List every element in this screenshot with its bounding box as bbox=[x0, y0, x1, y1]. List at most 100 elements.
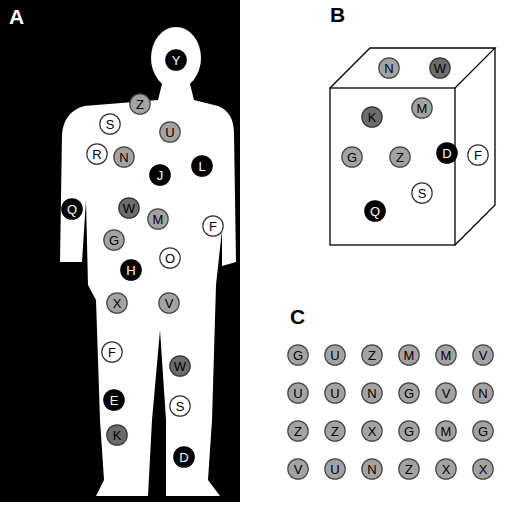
circle-shape bbox=[362, 107, 382, 127]
circle-letter: L bbox=[198, 160, 205, 173]
letter-circle: V bbox=[472, 344, 494, 366]
circle-letter: M bbox=[441, 349, 452, 362]
circle-letter: Z bbox=[368, 349, 376, 362]
circle-shape bbox=[362, 383, 382, 403]
circle-letter: Z bbox=[136, 98, 144, 111]
circle-shape bbox=[160, 122, 180, 142]
letter-circle: Z bbox=[324, 420, 346, 442]
circle-letter: X bbox=[368, 425, 377, 438]
circle-letter: M bbox=[417, 102, 428, 115]
panel-letter: B bbox=[330, 4, 345, 25]
circle-shape bbox=[150, 165, 170, 185]
circle-letter: W bbox=[123, 202, 135, 215]
letter-circle: V bbox=[287, 458, 309, 480]
circle-letter: S bbox=[106, 118, 115, 131]
letter-circle: D bbox=[173, 446, 195, 468]
circle-letter: M bbox=[404, 349, 415, 362]
circle-letter: X bbox=[113, 297, 122, 310]
panel-a-ground bbox=[0, 0, 240, 502]
circle-shape bbox=[148, 209, 168, 229]
letter-circle: L bbox=[191, 155, 213, 177]
circle-shape bbox=[170, 356, 190, 376]
letter-circle: N bbox=[378, 57, 400, 79]
letter-circle: V bbox=[435, 382, 457, 404]
circle-shape bbox=[325, 421, 345, 441]
cube bbox=[330, 48, 495, 245]
panel-letter: C bbox=[290, 306, 305, 327]
circle-letter: E bbox=[110, 394, 119, 407]
letter-circle: U bbox=[324, 382, 346, 404]
circle-shape bbox=[473, 421, 493, 441]
circle-shape bbox=[436, 421, 456, 441]
circle-letter: F bbox=[108, 346, 116, 359]
circle-shape bbox=[104, 390, 124, 410]
circle-letter: V bbox=[442, 387, 451, 400]
circle-shape bbox=[412, 98, 432, 118]
circle-shape bbox=[412, 183, 432, 203]
circle-letter: K bbox=[113, 429, 122, 442]
circle-letter: U bbox=[330, 463, 339, 476]
letter-circle: M bbox=[435, 344, 457, 366]
circle-letter: W bbox=[174, 360, 186, 373]
circle-shape bbox=[288, 383, 308, 403]
letter-circle: Q bbox=[364, 200, 386, 222]
circle-shape bbox=[114, 147, 134, 167]
circle-letter: Y bbox=[172, 54, 181, 67]
circle-letter: N bbox=[119, 151, 128, 164]
circle-letter: X bbox=[479, 463, 488, 476]
circle-letter: D bbox=[442, 147, 451, 160]
letter-circle: H bbox=[120, 259, 142, 281]
circle-shape bbox=[166, 50, 186, 70]
circle-shape bbox=[325, 345, 345, 365]
letter-circle: K bbox=[106, 424, 128, 446]
letter-circle: M bbox=[411, 97, 433, 119]
letter-circle: U bbox=[324, 344, 346, 366]
circle-letter: U bbox=[165, 126, 174, 139]
circle-shape bbox=[436, 345, 456, 365]
letter-circle: Z bbox=[287, 420, 309, 442]
circle-letter: G bbox=[109, 234, 119, 247]
circle-shape bbox=[399, 421, 419, 441]
letter-circle: F bbox=[202, 215, 224, 237]
circle-shape bbox=[119, 198, 139, 218]
circle-letter: O bbox=[165, 252, 175, 265]
circle-shape bbox=[399, 459, 419, 479]
circle-shape bbox=[362, 459, 382, 479]
circle-shape bbox=[473, 459, 493, 479]
letter-circle: M bbox=[147, 208, 169, 230]
circle-shape bbox=[87, 144, 107, 164]
letter-circle: N bbox=[361, 458, 383, 480]
circle-letter: D bbox=[179, 451, 188, 464]
body-head bbox=[151, 27, 201, 89]
letter-circle: S bbox=[99, 113, 121, 135]
circle-shape bbox=[399, 345, 419, 365]
circle-shape bbox=[107, 293, 127, 313]
letter-circle: S bbox=[411, 182, 433, 204]
letter-circle: U bbox=[287, 382, 309, 404]
circle-letter: W bbox=[434, 62, 446, 75]
panel-letter: A bbox=[9, 6, 24, 27]
letter-circle: N bbox=[113, 146, 135, 168]
letter-circle: K bbox=[361, 106, 383, 128]
letter-circle: M bbox=[435, 420, 457, 442]
circle-shape bbox=[104, 230, 124, 250]
circle-shape bbox=[365, 201, 385, 221]
letter-circle: R bbox=[86, 143, 108, 165]
circle-shape bbox=[102, 342, 122, 362]
circle-shape bbox=[437, 143, 457, 163]
letter-circle: X bbox=[435, 458, 457, 480]
letter-circle: G bbox=[103, 229, 125, 251]
circle-shape bbox=[288, 459, 308, 479]
letter-circle: J bbox=[149, 164, 171, 186]
circle-shape bbox=[130, 94, 150, 114]
circle-letter: R bbox=[92, 148, 101, 161]
letter-circle: Z bbox=[398, 458, 420, 480]
circle-shape bbox=[100, 114, 120, 134]
circle-shape bbox=[473, 345, 493, 365]
circle-letter: S bbox=[418, 187, 427, 200]
letter-circle: O bbox=[159, 247, 181, 269]
letter-circle: W bbox=[169, 355, 191, 377]
letter-circle: G bbox=[341, 146, 363, 168]
circle-letter: V bbox=[479, 349, 488, 362]
circle-shape bbox=[362, 345, 382, 365]
